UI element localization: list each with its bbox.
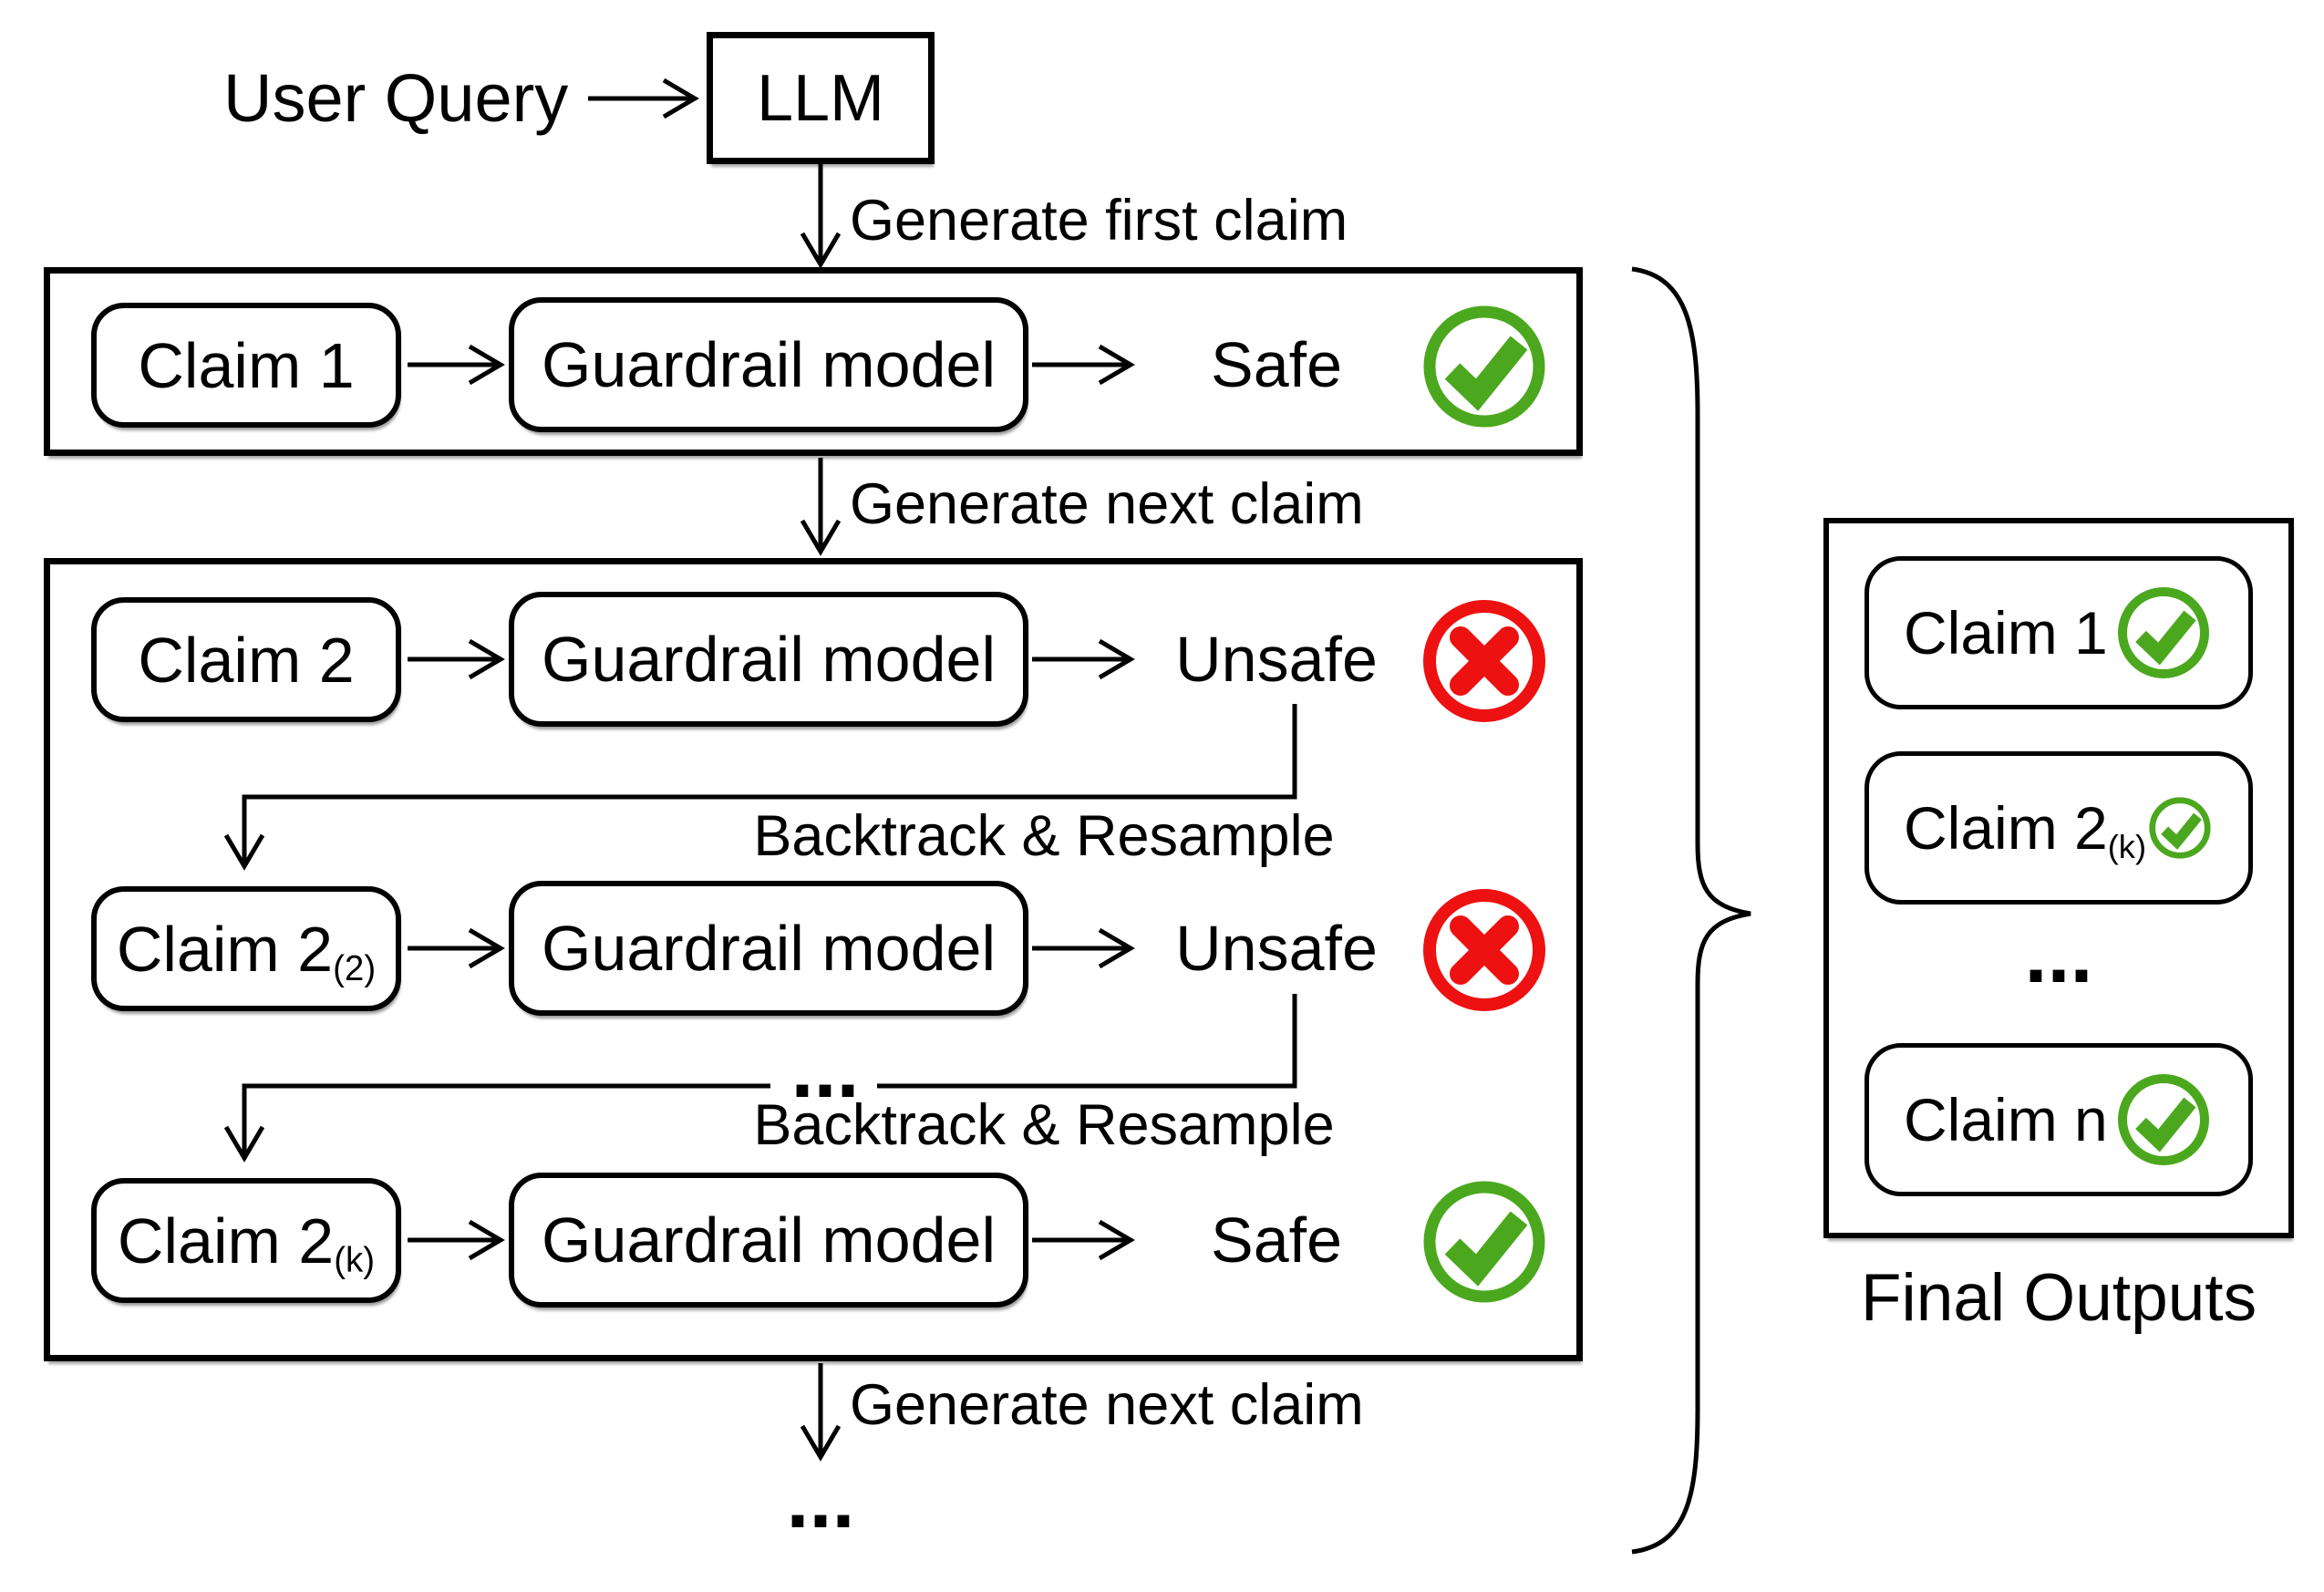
final-outputs-box <box>1823 518 2294 1238</box>
arrow-claim2-k-to-model <box>408 1219 505 1261</box>
claim2-2-label: Claim 2(2) <box>116 913 377 989</box>
ellipsis-on-line: ... <box>790 1024 860 1115</box>
ellipsis-final-outputs: ... <box>2024 909 2093 1000</box>
x-circle-icon <box>1423 889 1545 1011</box>
backtrack-resample-label-2: Backtrack & Resample <box>753 1093 1335 1157</box>
generate-next-claim-label-1: Generate next claim <box>850 472 1364 536</box>
final-claim-n-label: Claim n <box>1904 1086 2108 1153</box>
guardrail-model-label-2: Guardrail model <box>542 624 996 695</box>
curly-brace <box>1631 266 1751 1555</box>
claim2-label: Claim 2 <box>138 624 355 696</box>
arrow-stage2-to-next <box>800 1363 842 1462</box>
check-circle-icon <box>2118 587 2209 678</box>
arrow-model1-to-verdict <box>1032 344 1135 386</box>
final-claim-2k-label: Claim 2(k) <box>1904 794 2147 866</box>
x-circle-icon <box>1423 600 1545 722</box>
claim2-2-subscript: (2) <box>333 949 377 989</box>
backtrack-resample-label-1: Backtrack & Resample <box>753 804 1335 868</box>
verdict-safe-1: Safe <box>1211 329 1342 400</box>
guardrail-model-node-1: Guardrail model <box>509 297 1028 432</box>
verdict-unsafe-1: Unsafe <box>1175 624 1378 695</box>
claim2-k-label: Claim 2(k) <box>117 1204 376 1281</box>
check-circle-icon <box>2149 797 2211 859</box>
backtrack-path-2 <box>223 994 1297 1163</box>
stage2-box <box>44 558 1583 1361</box>
claim2-node: Claim 2 <box>91 597 401 722</box>
llm-label: LLM <box>756 61 885 135</box>
final-claim-2k-subscript: (k) <box>2107 828 2147 866</box>
final-claim-2k-node: Claim 2(k) <box>1864 751 2253 905</box>
arrow-model2b-to-verdict <box>1032 927 1135 969</box>
guardrail-model-label-1: Guardrail model <box>542 329 996 400</box>
check-circle-icon <box>1423 1181 1545 1303</box>
arrow-claim1-to-model <box>408 344 505 386</box>
final-claim-1-label: Claim 1 <box>1904 599 2108 667</box>
check-circle-icon <box>1423 305 1545 428</box>
arrow-model2c-to-verdict <box>1032 1219 1135 1261</box>
guardrail-model-node-3: Guardrail model <box>509 881 1028 1016</box>
final-claim-1-node: Claim 1 <box>1864 556 2253 709</box>
ellipsis-bottom: ... <box>786 1454 855 1545</box>
final-claim-n-node: Claim n <box>1864 1043 2253 1196</box>
guardrail-model-label-3: Guardrail model <box>542 913 996 984</box>
llm-box: LLM <box>707 32 935 164</box>
arrow-llm-to-stage1 <box>800 164 842 269</box>
arrow-claim2-to-model <box>408 638 505 680</box>
claim2-2-node: Claim 2(2) <box>91 886 401 1011</box>
verdict-unsafe-2: Unsafe <box>1175 913 1378 984</box>
generate-first-claim-label: Generate first claim <box>850 189 1348 253</box>
check-circle-icon <box>2118 1074 2209 1165</box>
user-query-label: User Query <box>223 60 569 136</box>
stage1-box <box>44 267 1583 456</box>
arrow-stage1-to-stage2 <box>800 458 842 556</box>
claim1-label: Claim 1 <box>138 329 355 401</box>
verdict-safe-2: Safe <box>1211 1204 1342 1276</box>
final-outputs-title: Final Outputs <box>1860 1261 2257 1335</box>
guardrail-model-label-4: Guardrail model <box>542 1204 996 1276</box>
guardrail-model-node-4: Guardrail model <box>509 1173 1028 1308</box>
arrow-userquery-to-llm <box>588 78 699 119</box>
backtrack-path-1 <box>223 704 1297 871</box>
guardrail-model-node-2: Guardrail model <box>509 592 1028 727</box>
arrow-model2a-to-verdict <box>1032 638 1135 680</box>
claim1-node: Claim 1 <box>91 303 401 428</box>
generate-next-claim-label-2: Generate next claim <box>850 1373 1364 1437</box>
arrow-claim2-2-to-model <box>408 927 505 969</box>
claim2-k-node: Claim 2(k) <box>91 1178 401 1303</box>
claim2-k-subscript: (k) <box>334 1241 376 1281</box>
